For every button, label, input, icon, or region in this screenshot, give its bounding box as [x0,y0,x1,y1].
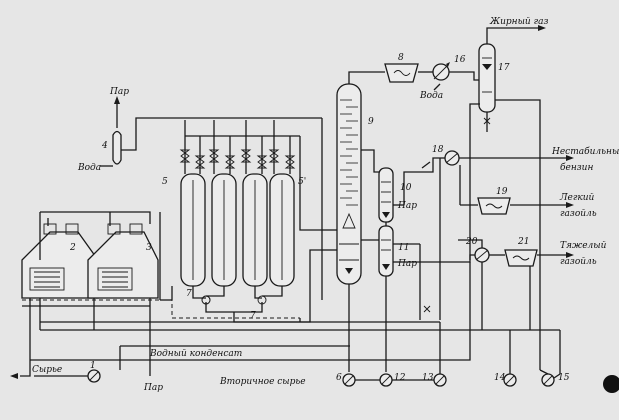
furnace-3 [87,223,159,299]
heat-exchanger-18 [444,150,460,166]
num-3: 3 [146,243,152,253]
num-2: 2 [69,243,76,253]
num-9: 9 [368,117,374,127]
num-5-prime: 5' [298,177,306,187]
label-steam-11: Пар [397,259,417,269]
valves-top [179,149,296,169]
label-water-left: Вода [77,163,101,173]
num-13: 13 [422,373,434,383]
num-7b: 7 [250,311,256,321]
num-5: 5 [162,177,168,187]
furnace-2 [21,223,99,299]
label-water-condensate: Водный конденсат [149,349,242,359]
pump-14 [503,373,517,387]
air-cooler-8 [384,63,419,83]
separator-17 [478,43,496,113]
num-11: 11 [398,243,409,253]
pump-6 [342,373,356,387]
pump-13 [433,373,447,387]
label-fat-gas: Жирный газ [489,17,548,27]
num-15: 15 [558,373,570,383]
label-steam-bottom: Пар [143,383,163,393]
num-14: 14 [494,373,506,383]
label-feed: Сырье [32,365,62,375]
num-1: 1 [90,361,96,371]
num-6: 6 [336,373,342,383]
pump-12 [379,373,393,387]
label-heavy-gasoil-2: газойль [560,257,597,267]
label-steam-10: Пар [397,201,417,211]
num-7a: 7 [186,289,192,299]
num-20: 20 [465,237,478,247]
cooler-16 [432,62,450,81]
label-unstable-gasoline-1: Нестабильный [551,146,619,157]
label-unstable-gasoline-2: бензин [560,162,593,173]
air-cooler-21 [504,249,538,267]
heat-exchanger-20 [474,247,490,263]
num-21: 21 [517,237,529,247]
page-hole-mark [603,375,619,393]
num-16: 16 [454,55,466,65]
column-9 [336,83,362,285]
num-19: 19 [496,187,508,197]
label-light-gasoil-2: газойль [560,209,597,219]
num-4: 4 [101,141,108,151]
pump-15 [541,373,555,387]
num-10: 10 [400,183,412,193]
label-heavy-gasoil-1: Тяжелый [560,241,607,251]
stripper-10 [378,167,394,223]
num-17: 17 [498,63,510,73]
num-8: 8 [398,53,404,63]
label-steam-top: Пар [109,87,129,97]
air-cooler-19 [477,197,511,215]
num-18: 18 [432,145,444,155]
label-water-top: Вода [419,91,443,101]
pump-7a [201,295,211,305]
stripper-11 [378,225,394,277]
num-12: 12 [394,373,406,383]
label-secondary-feed: Вторичное сырье [219,377,306,387]
reactors-5 [180,173,295,287]
pump-1 [87,369,101,383]
label-light-gasoil-1: Легкий [559,193,595,203]
vessel-4 [100,96,322,167]
